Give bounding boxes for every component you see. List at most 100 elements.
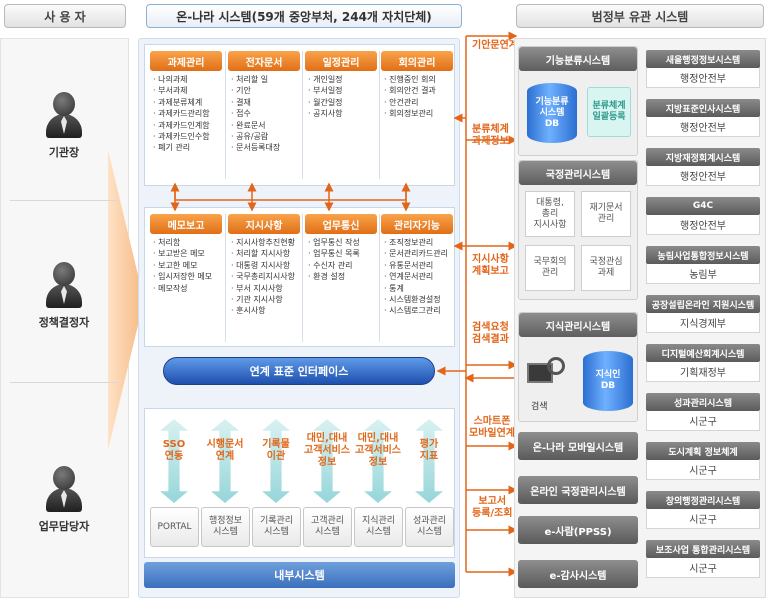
module-item: 회의정보관리 — [384, 108, 453, 119]
divider — [10, 382, 118, 383]
interface-evaluation: 평가 지표 — [403, 419, 455, 503]
database-icon: 기능분류 시스템 DB — [527, 83, 577, 143]
search-label: 검색 — [531, 402, 548, 412]
subsystem-box: PORTAL — [150, 507, 199, 547]
subsystem-box: 행정정보 시스템 — [201, 507, 250, 547]
person-icon — [46, 92, 82, 138]
database-icon: 지식인 DB — [583, 351, 633, 411]
module-title: 과제관리 — [150, 51, 222, 71]
module-item: 처리할 일 — [231, 74, 300, 85]
bulk-register-box: 분류체계 일괄등록 — [587, 87, 631, 137]
interface-customer: 대민,대내 고객서비스 정보 — [301, 419, 353, 503]
ministry-system: 도시계획 정보체계 시군구 — [646, 442, 760, 480]
gov-cell: 재기문서 관리 — [581, 191, 631, 237]
knowledge-management-system: 지식관리시스템 검색 지식인 DB — [518, 312, 638, 422]
module-item: 기안 — [231, 85, 300, 96]
interface-doc-link: 시행문서 연계 — [199, 419, 251, 503]
module-item: 안건관리 — [384, 97, 453, 108]
interface-label: 기록물 이관 — [262, 439, 290, 462]
module-title: 전자문서 — [228, 51, 300, 71]
module-item: 임시저장한 메모 — [153, 271, 222, 282]
mid-modules-panel: 메모보고 처리함 보고받은 메모 보고한 메모 임시저장한 메모 메모작성 지시… — [144, 207, 455, 347]
subsystem-box: 성과관리 시스템 — [405, 507, 454, 547]
divider — [225, 51, 226, 179]
module-title: 일정관리 — [305, 51, 377, 71]
e-audit-button[interactable]: e-감사시스템 — [518, 560, 638, 588]
person-icon — [46, 262, 82, 308]
module-item: 공유/공람 — [231, 131, 300, 142]
module-task-management: 과제관리 나의과제 부서과제 과제분류체계 과제카드관리함 과제카드인계함 과제… — [150, 51, 222, 154]
module-item: 과제카드인계함 — [153, 120, 222, 131]
module-item: 수신자 관리 — [308, 260, 377, 271]
module-business-comm: 업무통신 업무통신 작성 업무통신 목록 수신자 관리 환경 설정 — [305, 214, 377, 283]
module-item: 완료문서 — [231, 120, 300, 131]
ministry-system-name: 성과관리시스템 — [646, 393, 760, 411]
ministry-owner: 시군구 — [646, 460, 760, 480]
divider — [10, 200, 118, 201]
module-item: 보고한 메모 — [153, 260, 222, 271]
internal-systems-label: 내부시스템 — [144, 562, 455, 588]
ministry-system-name: 보조사업 통합관리시스템 — [646, 540, 760, 558]
ministry-system-name: 창의행정관리시스템 — [646, 491, 760, 509]
module-item: 진행중인 회의 — [384, 74, 453, 85]
ministry-system: 디지털예산회계시스템 기획재정부 — [646, 344, 760, 382]
divider — [379, 214, 380, 342]
gov-cell: 국정관심 과제 — [581, 245, 631, 291]
ministry-system: 창의행정관리시스템 시군구 — [646, 491, 760, 529]
ministry-system-name: 디지털예산회계시스템 — [646, 344, 760, 362]
subsystem-box: 기록관리 시스템 — [252, 507, 301, 547]
func-classification-system: 기능분류시스템 기능분류 시스템 DB 분류체계 일괄등록 — [518, 46, 638, 156]
module-item: 개인일정 — [308, 74, 377, 85]
onnara-mobile-button[interactable]: 온-나라 모바일시스템 — [518, 432, 638, 460]
module-schedule: 일정관리 개인일정 부서일정 월간일정 공지사항 — [305, 51, 377, 120]
label-search: 검색요청 검색결과 — [472, 322, 509, 345]
online-gov-management-button[interactable]: 온라인 국정관리시스템 — [518, 476, 638, 504]
module-item: 업무통신 작성 — [308, 237, 377, 248]
gov-cell: 대통령, 총리 지시사항 — [525, 191, 575, 237]
module-item: 연계문서관리 — [384, 271, 453, 282]
e-saram-button[interactable]: e-사람(PPSS) — [518, 516, 638, 544]
ministry-system: 지방표준인사시스템 행정안전부 — [646, 99, 760, 137]
ministry-system-name: 지방재정회계시스템 — [646, 148, 760, 166]
divider — [379, 51, 380, 179]
module-item: 처리할 지시사항 — [231, 248, 300, 259]
module-item: 과제분류체계 — [153, 97, 222, 108]
module-item: 시스템환경설정 — [384, 294, 453, 305]
ministry-owner: 시군구 — [646, 411, 760, 431]
label-draft-link: 기안문연계 — [472, 40, 518, 51]
system-title: 기능분류시스템 — [519, 47, 637, 71]
subsystem-box: 지식관리 시스템 — [354, 507, 403, 547]
module-item: 국무총리지시사항 — [231, 271, 300, 282]
interface-knowledge: 대민,대내 고객서비스 정보 — [352, 419, 404, 503]
search-icon — [547, 357, 565, 375]
users-header: 사 용 자 — [4, 4, 126, 28]
ministry-system-name: 도시계획 정보체계 — [646, 442, 760, 460]
module-item: 기관 지시사항 — [231, 294, 300, 305]
module-title: 관리자기능 — [381, 214, 453, 234]
ministry-system: 새올행정정보시스템 행정안전부 — [646, 50, 760, 88]
top-modules-panel: 과제관리 나의과제 부서과제 과제분류체계 과제카드관리함 과제카드인계함 과제… — [144, 44, 455, 186]
module-item: 접수 — [231, 108, 300, 119]
module-item: 업무통신 목록 — [308, 248, 377, 259]
divider — [225, 214, 226, 342]
module-meeting: 회의관리 진행중인 회의 회의안건 결과 안건관리 회의정보관리 — [381, 51, 453, 120]
module-e-document: 전자문서 처리할 일 기안 결재 접수 완료문서 공유/공람 문서등록대장 — [228, 51, 300, 154]
ministry-system-name: G4C — [646, 197, 760, 215]
module-item: 월간일정 — [308, 97, 377, 108]
module-admin: 관리자기능 조직정보관리 문서관리카드관리 유통문서관리 연계문서관리 통계 시… — [381, 214, 453, 317]
label-mobile: 스마트폰 모바일연계 — [469, 416, 515, 439]
module-directives: 지시사항 지시사항추진현황 처리할 지시사항 대통령 지시사항 국무총리지시사항… — [228, 214, 300, 317]
module-item: 회의안건 결과 — [384, 85, 453, 96]
divider — [302, 214, 303, 342]
module-title: 지시사항 — [228, 214, 300, 234]
ministry-system-name: 농림사업통합정보시스템 — [646, 246, 760, 264]
person-icon — [46, 466, 82, 512]
ministry-system: 농림사업통합정보시스템 농림부 — [646, 246, 760, 284]
module-item: 과제카드관리함 — [153, 108, 222, 119]
user-label: 기관장 — [48, 146, 80, 159]
module-memo-report: 메모보고 처리함 보고받은 메모 보고한 메모 임시저장한 메모 메모작성 — [150, 214, 222, 294]
ministry-owner: 행정안전부 — [646, 166, 760, 186]
ministry-system: 공장설립온라인 지원시스템 지식경제부 — [646, 295, 760, 333]
label-directive-report: 지시사항 계획보고 — [472, 254, 509, 277]
module-item: 시스템로그관리 — [384, 305, 453, 316]
